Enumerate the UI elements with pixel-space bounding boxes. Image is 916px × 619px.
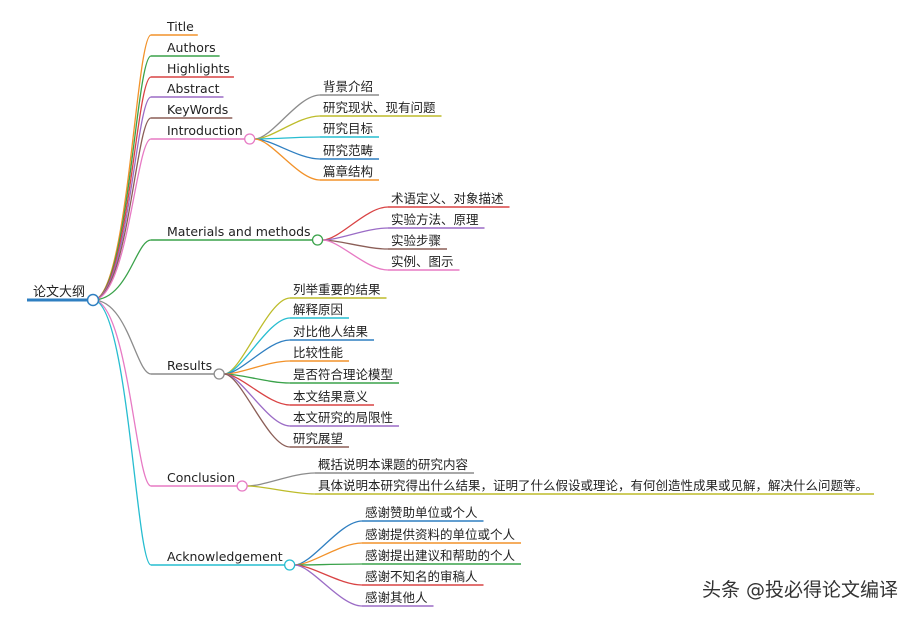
branch-connector [92, 96, 152, 301]
mindmap-nodes: 论文大纲 TitleAuthorsHighlightsAbstractKeyWor… [33, 19, 868, 605]
child-label: 实例、图示 [391, 254, 454, 269]
child-label: 背景介绍 [323, 79, 373, 94]
root-collapse-toggle[interactable] [86, 293, 100, 307]
child-connector [294, 564, 363, 607]
child-label: 感谢提供资料的单位或个人 [365, 527, 516, 542]
mindmap-edges [27, 34, 875, 607]
child-label: 比较性能 [293, 345, 344, 360]
child-label: 本文结果意义 [293, 389, 369, 404]
branch-label: Abstract [167, 81, 220, 96]
branch-label: KeyWords [167, 102, 228, 117]
child-connector [322, 239, 389, 271]
child-label: 感谢提出建议和帮助的个人 [365, 548, 516, 563]
child-connector [322, 239, 389, 250]
branch-connector [92, 299, 152, 566]
child-label: 是否符合理论模型 [293, 367, 393, 382]
branch-connector [92, 299, 152, 375]
branch-collapse-toggle[interactable] [236, 480, 248, 492]
child-label: 解释原因 [293, 302, 343, 317]
child-label: 研究展望 [293, 431, 343, 446]
branch-label: Conclusion [167, 470, 235, 485]
child-label: 感谢赞助单位或个人 [365, 505, 478, 520]
branch-connector [92, 76, 152, 301]
branch-label: Title [166, 19, 194, 34]
branch-label: Introduction [167, 123, 243, 138]
child-connector [254, 138, 321, 181]
child-connector [247, 485, 316, 495]
child-label: 感谢其他人 [365, 590, 428, 605]
branch-connector [92, 55, 152, 301]
child-connector [223, 373, 291, 448]
child-label: 研究目标 [323, 121, 373, 136]
branch-label: Acknowledgement [167, 549, 283, 564]
branch-label: Results [167, 358, 212, 373]
child-connector [247, 472, 316, 487]
child-connector [322, 206, 389, 241]
branch-connector [92, 34, 152, 301]
branch-collapse-toggle[interactable] [213, 368, 225, 380]
branch-label: Highlights [167, 61, 230, 76]
child-connector [224, 317, 291, 375]
child-label: 感谢不知名的审稿人 [365, 569, 478, 584]
branch-connector [92, 117, 152, 301]
root-node-label: 论文大纲 [33, 285, 85, 300]
child-label: 具体说明本研究得出什么结果，证明了什么假设或理论，有何创造性成果或见解，解决什么… [318, 478, 868, 493]
child-label: 对比他人结果 [293, 324, 369, 339]
branch-connector [92, 299, 152, 487]
child-label: 列举重要的结果 [293, 282, 381, 297]
child-label: 本文研究的局限性 [293, 410, 393, 425]
branch-connector [92, 239, 152, 301]
branch-label: Authors [167, 40, 216, 55]
child-connector [254, 136, 321, 140]
branch-label: Materials and methods [167, 224, 311, 239]
child-connector [294, 520, 363, 566]
child-connector [294, 563, 363, 566]
watermark-text: 头条 @投必得论文编译 [702, 579, 898, 601]
child-label: 研究现状、现有问题 [323, 100, 436, 115]
child-label: 术语定义、对象描述 [391, 191, 504, 206]
branch-collapse-toggle[interactable] [244, 133, 256, 145]
branch-collapse-toggle[interactable] [284, 559, 296, 571]
child-connector [322, 227, 389, 241]
branch-collapse-toggle[interactable] [311, 234, 324, 246]
child-connector [223, 297, 291, 375]
child-label: 实验方法、原理 [391, 212, 479, 227]
child-label: 实验步骤 [391, 233, 441, 248]
child-label: 概括说明本课题的研究内容 [318, 457, 468, 472]
child-label: 研究范畴 [323, 143, 373, 158]
child-label: 篇章结构 [323, 164, 373, 179]
branch-connector [92, 138, 152, 301]
